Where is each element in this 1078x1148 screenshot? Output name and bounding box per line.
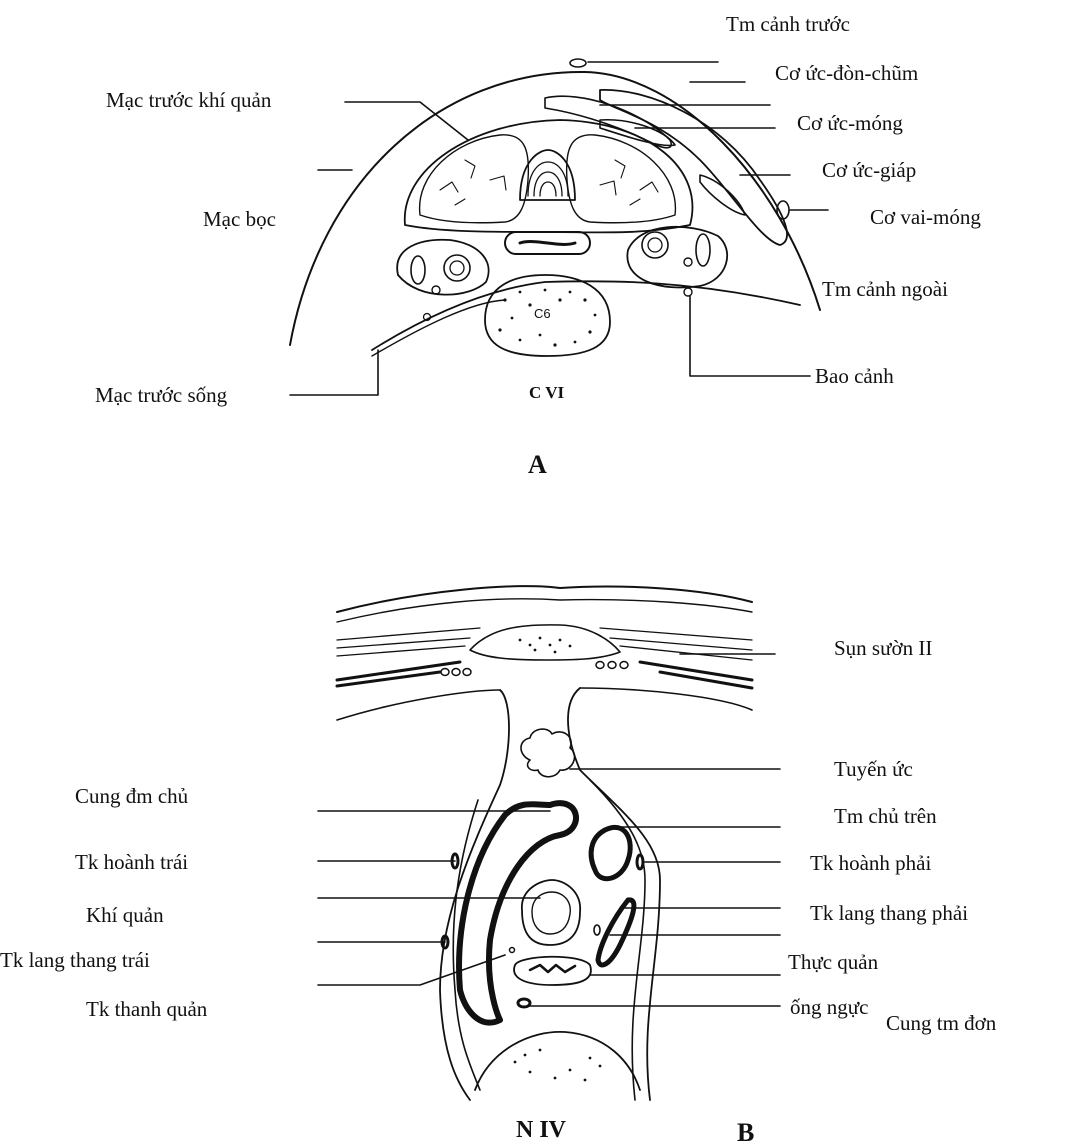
- figure-a-leader-lines: [290, 62, 828, 395]
- mediastinal-pleura-left: [440, 690, 509, 1100]
- esophagus-lumen-a: [520, 242, 575, 245]
- azygos-arch: [598, 900, 634, 965]
- sternum: [470, 625, 620, 660]
- muscle-fibers-dark: [337, 662, 752, 688]
- label-khi-quan: Khí quản: [86, 905, 164, 926]
- label-tk-lang-thang-phai: Tk lang thang phải: [810, 903, 968, 924]
- label-level-c-vi: C VI: [529, 384, 564, 401]
- laryngeal-nerve: [510, 948, 515, 953]
- sternothyroid-lower: [700, 175, 745, 215]
- sternohyoid-muscle: [545, 96, 671, 148]
- vagus-nerve-right: [594, 925, 600, 935]
- mediastinal-pleura-right: [568, 688, 660, 1100]
- esophagus-b: [514, 957, 591, 985]
- label-thuc-quan: Thực quản: [788, 952, 878, 973]
- label-tm-chu-tren: Tm chủ trên: [834, 806, 937, 827]
- thoracic-duct: [518, 999, 530, 1007]
- label-sun-suon-ii: Sụn sườn II: [834, 638, 932, 659]
- label-bao-canh: Bao cảnh: [815, 366, 894, 387]
- label-mac-truoc-khi-quan: Mạc trước khí quản: [106, 90, 271, 111]
- pleura-top-left: [337, 690, 500, 720]
- label-level-n-iv: N IV: [516, 1118, 566, 1142]
- carotid-artery-left: [444, 255, 470, 281]
- figure-a-drawing: [290, 59, 828, 395]
- label-cung-dm-chu: Cung đm chủ: [75, 786, 188, 807]
- label-mac-truoc-song: Mạc trước sống: [95, 385, 227, 406]
- phrenic-nerve-right: [637, 855, 643, 869]
- trachea-b: [522, 880, 580, 945]
- label-tm-canh-ngoai: Tm cảnh ngoài: [822, 279, 948, 300]
- label-tk-hoanh-trai: Tk hoành trái: [75, 852, 188, 873]
- label-co-uc-mong: Cơ ức-móng: [797, 113, 903, 134]
- panel-letter-b: B: [737, 1120, 754, 1146]
- label-co-uc-giap: Cơ ức-giáp: [822, 160, 916, 181]
- carotid-artery-right-inner: [648, 238, 662, 252]
- pretracheal-fascia: [405, 120, 693, 232]
- tracheal-rings: [528, 162, 568, 196]
- sternothyroid-muscle: [600, 120, 675, 146]
- prevertebral-fascia: [372, 281, 800, 350]
- esophagus-b-lumen: [530, 965, 575, 972]
- vagus-left: [432, 286, 440, 294]
- label-co-uc-don-chum: Cơ ức-đòn-chũm: [775, 63, 918, 84]
- panel-letter-a: A: [528, 452, 547, 478]
- carotid-artery-right: [642, 232, 668, 258]
- carotid-artery-left-inner: [450, 261, 464, 275]
- vagus-right: [684, 258, 692, 266]
- anterior-jugular-vein: [570, 59, 586, 67]
- external-jugular-vein: [684, 288, 692, 296]
- label-vertebra-c6: C6: [534, 307, 551, 320]
- sternocleidomastoid-muscle: [600, 90, 787, 245]
- label-mac-boc: Mạc bọc: [203, 209, 276, 230]
- label-tk-thanh-quan: Tk thanh quản: [86, 999, 207, 1020]
- thyroid-lobe-left: [420, 135, 529, 223]
- label-tuyen-uc: Tuyến ức: [834, 759, 913, 780]
- internal-thoracic-vessels: [441, 662, 628, 676]
- jugular-vein-left: [411, 256, 425, 284]
- sternum-texture: [519, 637, 572, 654]
- label-co-vai-mong: Cơ vai-móng: [870, 207, 981, 228]
- intercostal-muscles: [337, 628, 752, 660]
- vertebral-body-t4: [475, 1032, 640, 1090]
- label-tk-lang-thang-trai: Tk lang thang trái: [0, 950, 150, 971]
- thymus: [521, 729, 575, 777]
- figure-b-drawing: [318, 586, 780, 1100]
- label-tk-hoanh-phai: Tk hoành phải: [810, 853, 931, 874]
- pleura-top-right: [580, 688, 752, 710]
- chest-wall-2: [337, 599, 752, 622]
- label-cung-tm-don: Cung tm đơn: [886, 1013, 996, 1034]
- vertebra-b-texture: [514, 1049, 602, 1082]
- label-tm-canh-truoc: Tm cảnh trước: [726, 14, 850, 35]
- label-ong-nguc: ống ngực: [790, 997, 868, 1018]
- superior-vena-cava: [591, 827, 630, 878]
- carotid-sheath-right: [627, 227, 727, 288]
- jugular-vein-right: [696, 234, 710, 266]
